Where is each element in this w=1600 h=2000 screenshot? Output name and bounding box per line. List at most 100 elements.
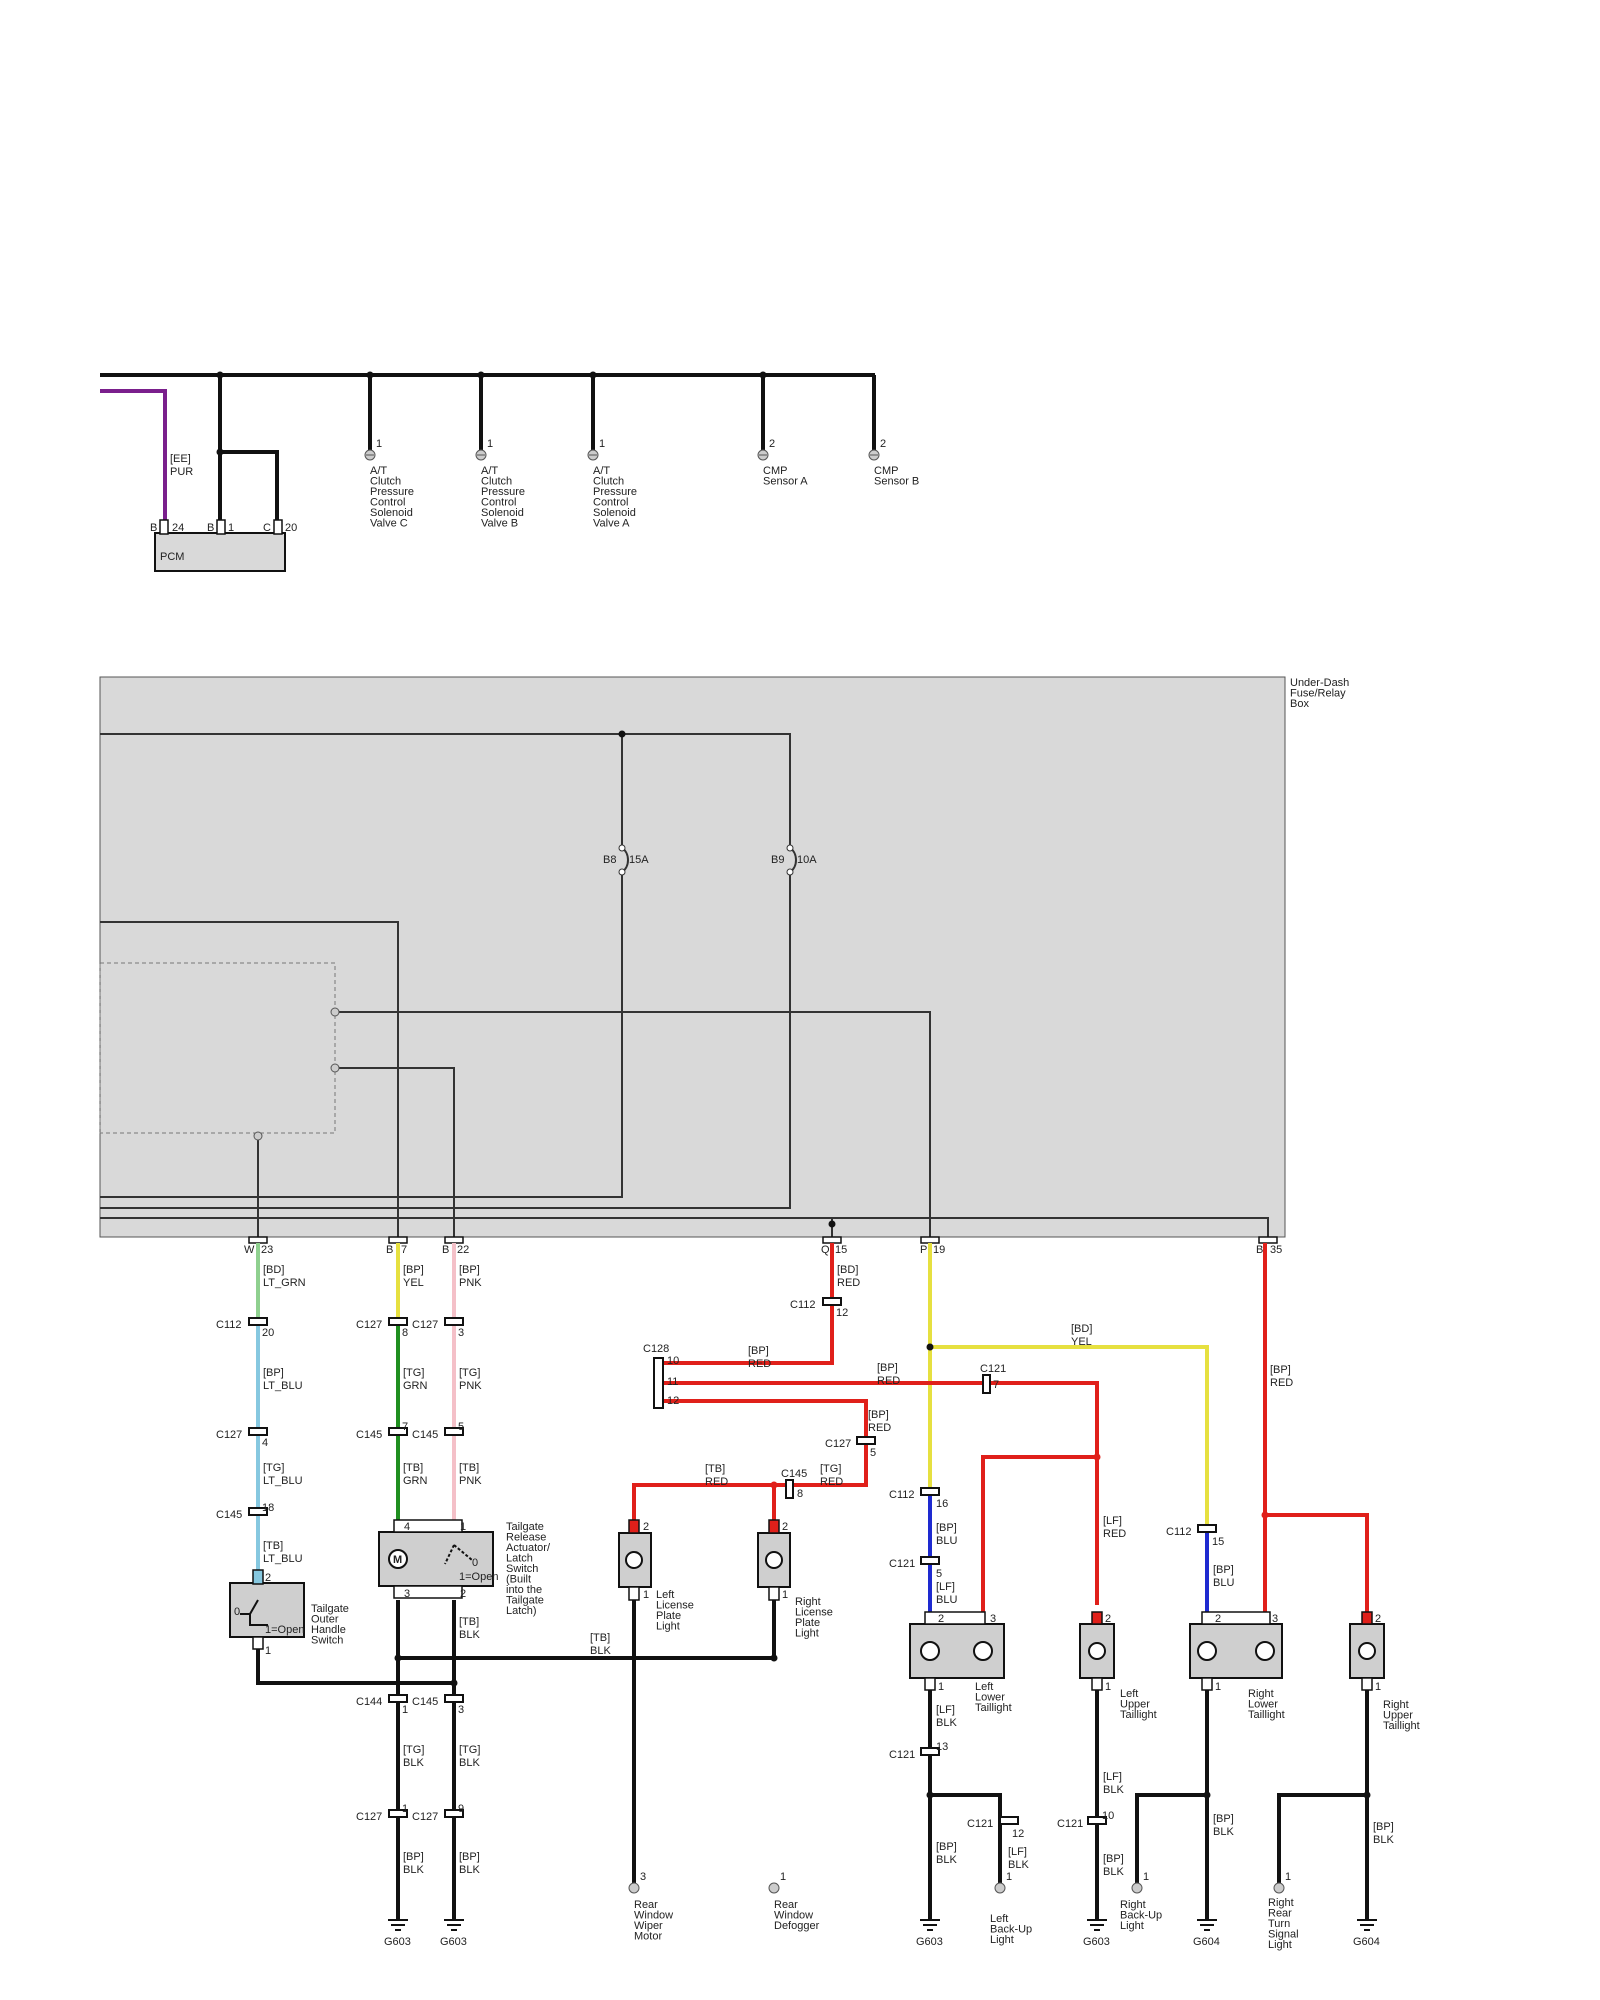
label-line: License — [795, 1607, 833, 1619]
component-pin: 2 — [1105, 1613, 1111, 1625]
connector-id: C128 — [643, 1343, 669, 1355]
left-lower-taillight — [909, 1611, 1005, 1691]
component-pin: 1 — [938, 1681, 944, 1693]
wire-label: [BP] — [459, 1851, 480, 1863]
wire-label: RED — [1270, 1377, 1293, 1389]
label-line: A/T — [370, 465, 387, 477]
component-pin: 1 — [265, 1645, 271, 1657]
label-line: Motor — [634, 1931, 662, 1943]
wire-label: LT_BLU — [263, 1380, 303, 1392]
label-line: Sensor A — [763, 476, 808, 488]
wire-label: [BP] — [1373, 1821, 1394, 1833]
label-line: Actuator/ — [506, 1542, 551, 1554]
connector-pin: 15 — [1212, 1536, 1224, 1548]
terminal-num: 15 — [835, 1244, 847, 1256]
label-line: Solenoid — [481, 507, 524, 519]
ground-label: G604 — [1353, 1936, 1380, 1948]
ground-wires — [256, 1600, 1371, 1920]
label-line: License — [656, 1600, 694, 1612]
label-line: Solenoid — [370, 507, 413, 519]
connector-id: C127 — [216, 1429, 242, 1441]
fuse-b8-rating: 15A — [629, 854, 649, 866]
terminal-num: 23 — [261, 1244, 273, 1256]
connector-pin: 18 — [262, 1502, 274, 1514]
label-line: Rear — [634, 1899, 658, 1911]
label-line: CMP — [763, 465, 787, 477]
sensor-pin: 1 — [599, 438, 605, 450]
end-device-pin: 1 — [1006, 1871, 1012, 1883]
label-line: Light — [990, 1934, 1014, 1946]
right-upper-taillight — [1349, 1611, 1385, 1691]
label-line: Taillight — [1120, 1709, 1157, 1721]
label-line: Clutch — [370, 476, 401, 488]
label-line: Taillight — [1248, 1709, 1285, 1721]
label-line: Back-Up — [990, 1924, 1032, 1936]
fuse-box-terminals — [248, 1236, 1278, 1244]
connector-id: C112 — [1166, 1526, 1191, 1538]
component-pin: 2 — [938, 1613, 944, 1625]
component-pin: 2 — [782, 1521, 788, 1533]
pcm-label: PCM — [160, 551, 184, 563]
sensor-pin: 1 — [487, 438, 493, 450]
label-line: Pressure — [481, 486, 525, 498]
wire-label: BLK — [459, 1864, 480, 1876]
wire-label: [LF] — [1103, 1771, 1122, 1783]
label-line: Upper — [1120, 1699, 1150, 1711]
fuse-b9-symbol — [786, 844, 797, 876]
wire-label: BLK — [590, 1645, 611, 1657]
pcm-pin-num: 1 — [228, 522, 234, 534]
connector-pin: 8 — [402, 1327, 408, 1339]
wire-label: [BP] — [1103, 1853, 1124, 1865]
wire-label: BLK — [459, 1757, 480, 1769]
end-device-pin: 3 — [640, 1871, 646, 1883]
terminal-conn: W — [244, 1244, 255, 1256]
sensor-pin: 1 — [376, 438, 382, 450]
wire-label: [TG] — [820, 1463, 841, 1475]
label-line: Under-Dash — [1290, 677, 1349, 689]
wire-label: [BD] — [1071, 1323, 1092, 1335]
wire-label: [LF] — [936, 1704, 955, 1716]
connector-id: C112 — [889, 1489, 914, 1501]
wire-label: [TG] — [459, 1367, 480, 1379]
wire-label: BLU — [936, 1594, 957, 1606]
connector-pin: 20 — [262, 1327, 274, 1339]
wire-label: RED — [877, 1375, 900, 1387]
component-pin: 2 — [460, 1588, 466, 1600]
wire-label: RED — [837, 1277, 860, 1289]
label-line: Right — [795, 1596, 821, 1608]
wire-label: BLK — [1373, 1834, 1394, 1846]
wire-label: BLU — [936, 1535, 957, 1547]
wire-label: [TB] — [403, 1462, 423, 1474]
label-line: Handle — [311, 1624, 346, 1636]
label-line: Latch — [506, 1553, 533, 1565]
component-pin: 3 — [990, 1613, 996, 1625]
switch-open-label: 1=Open — [459, 1571, 498, 1583]
wire-label: [BP] — [459, 1264, 480, 1276]
connector-pin: 12 — [836, 1307, 848, 1319]
connector-pin: 10 — [667, 1355, 679, 1367]
wire-label: [BD] — [837, 1264, 858, 1276]
wire-label: [BD] — [263, 1264, 284, 1276]
connector-id: C145 — [356, 1429, 382, 1441]
label-line: Latch) — [506, 1605, 537, 1617]
connector-pin: 5 — [870, 1447, 876, 1459]
wire-label: YEL — [1071, 1336, 1092, 1348]
wire-label: BLK — [1103, 1784, 1124, 1796]
tailgate-release-actuator: M — [378, 1519, 494, 1599]
internal-module-box — [99, 962, 336, 1134]
label-line: Switch — [506, 1563, 538, 1575]
connector-id: C127 — [356, 1319, 382, 1331]
wire-label: BLK — [1008, 1859, 1029, 1871]
connector-id: C121 — [1057, 1818, 1083, 1830]
wire-label: BLK — [403, 1757, 424, 1769]
wire-label: YEL — [403, 1277, 424, 1289]
connector-pin: 12 — [667, 1395, 679, 1407]
wire-label: BLK — [936, 1854, 957, 1866]
left-upper-taillight — [1079, 1611, 1115, 1691]
wire-label: RED — [868, 1422, 891, 1434]
ground-label: G603 — [384, 1936, 411, 1948]
